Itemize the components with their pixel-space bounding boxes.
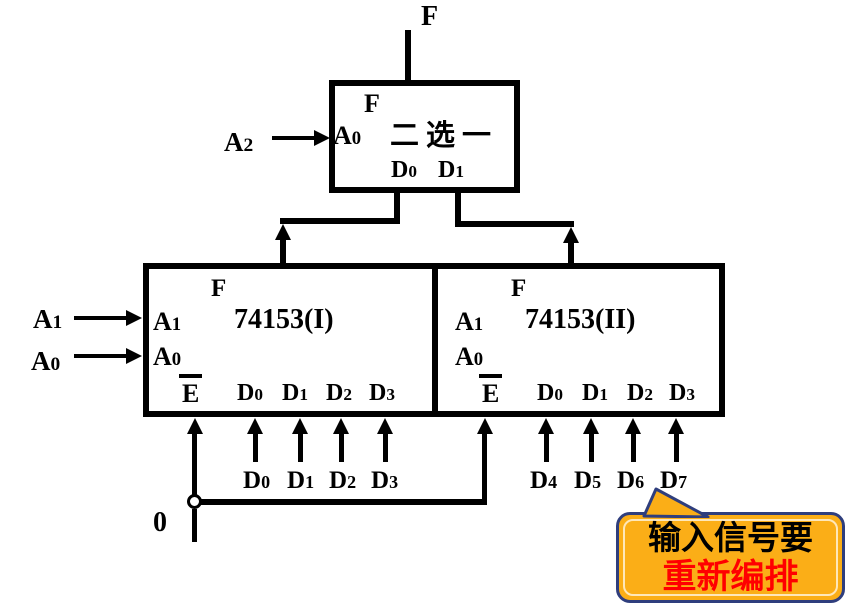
mux1-d0-arrowhead-icon [247,418,263,434]
mux1-d1-pin: D1 [282,380,308,406]
input-d0-label: D0 [243,467,271,494]
input-d4-label: D4 [530,467,558,494]
mux1-enable-line [192,430,197,500]
mux1-d2-line [339,430,344,462]
mux2-d3-arrowhead-icon [668,418,684,434]
selector-title: 二选一 [390,120,499,152]
wire-mux2-f-vertical [568,241,574,266]
zero-source-line [192,509,197,542]
label-a1: A1 [33,304,63,334]
a2-arrow-line [272,136,316,140]
mux1-enable-arrowhead-icon [187,418,203,434]
wire-d1-drop [455,190,461,227]
mux2-enable-pin: E [478,374,503,408]
junction-dot [187,494,202,509]
mux2-d0-pin: D0 [537,380,563,406]
mux2-f-arrowhead-icon [563,227,579,243]
output-f-label: F [421,1,439,32]
mux2-title: 74153(II) [525,304,636,335]
mux2-d2-pin: D2 [627,380,653,406]
mux1-f-arrowhead-icon [275,224,291,240]
mux1-f-pin: F [211,275,227,302]
input-d7-label: D7 [660,467,688,494]
mux2-d0-arrowhead-icon [538,418,554,434]
mux1-d2-arrowhead-icon [333,418,349,434]
mux1-enable-pin: E [178,374,203,408]
mux2-enable-arrowhead-icon [477,418,493,434]
mux1-d1-line [298,430,303,462]
a0-arrowhead-icon [126,348,142,364]
mux2-d0-line [544,430,549,462]
input-d3-label: D3 [371,467,399,494]
selector-f-pin: F [364,89,380,118]
mux1-title: 74153(I) [234,304,334,335]
mux2-f-pin: F [511,275,527,302]
mux2-d2-arrowhead-icon [625,418,641,434]
callout-line2: 重新编排 [662,557,799,596]
label-a2: A2 [224,127,254,157]
wire-mux1-f-horizontal [280,218,400,224]
a1-arrowhead-icon [126,310,142,326]
input-d5-label: D5 [574,467,602,494]
input-d6-label: D6 [617,467,645,494]
selector-d1-pin: D1 [438,157,464,183]
zero-label: 0 [153,507,167,538]
mux1-d0-pin: D0 [237,380,263,406]
callout-tail [642,487,710,518]
callout-line1: 输入信号要 [648,519,813,557]
mux1-a1-pin: A1 [153,307,182,336]
selector-box [329,80,520,193]
mux2-d1-line [589,430,594,462]
input-d1-label: D1 [287,467,315,494]
mux1-a0-pin: A0 [153,342,182,371]
selector-a0-pin: A0 [333,121,362,150]
wire-d0-drop [394,190,400,224]
wire-f-output [405,30,411,82]
mux2-d1-pin: D1 [582,380,608,406]
mux2-a1-pin: A1 [455,307,484,336]
enable-bus-wire [195,499,487,505]
wire-mux1-f-vertical [280,238,286,266]
mux2-d2-line [631,430,636,462]
mux1-d1-arrowhead-icon [292,418,308,434]
mux-divider [432,263,438,417]
mux1-d3-line [383,430,388,462]
mux2-d1-arrowhead-icon [583,418,599,434]
a0-arrow-line [74,354,127,358]
selector-d0-pin: D0 [391,157,417,183]
mux2-d3-pin: D3 [669,380,695,406]
mux2-a0-pin: A0 [455,342,484,371]
mux2-enable-line [482,430,487,505]
mux1-d3-arrowhead-icon [377,418,393,434]
wire-mux2-f-horizontal [455,221,574,227]
mux1-d0-line [253,430,258,462]
label-a0: A0 [31,346,61,376]
a1-arrow-line [74,316,127,320]
input-d2-label: D2 [329,467,357,494]
mux2-d3-line [674,430,679,462]
mux1-d3-pin: D3 [369,380,395,406]
a2-arrowhead-icon [314,130,330,146]
mux1-d2-pin: D2 [326,380,352,406]
callout-note: 输入信号要 重新编排 [616,512,845,603]
